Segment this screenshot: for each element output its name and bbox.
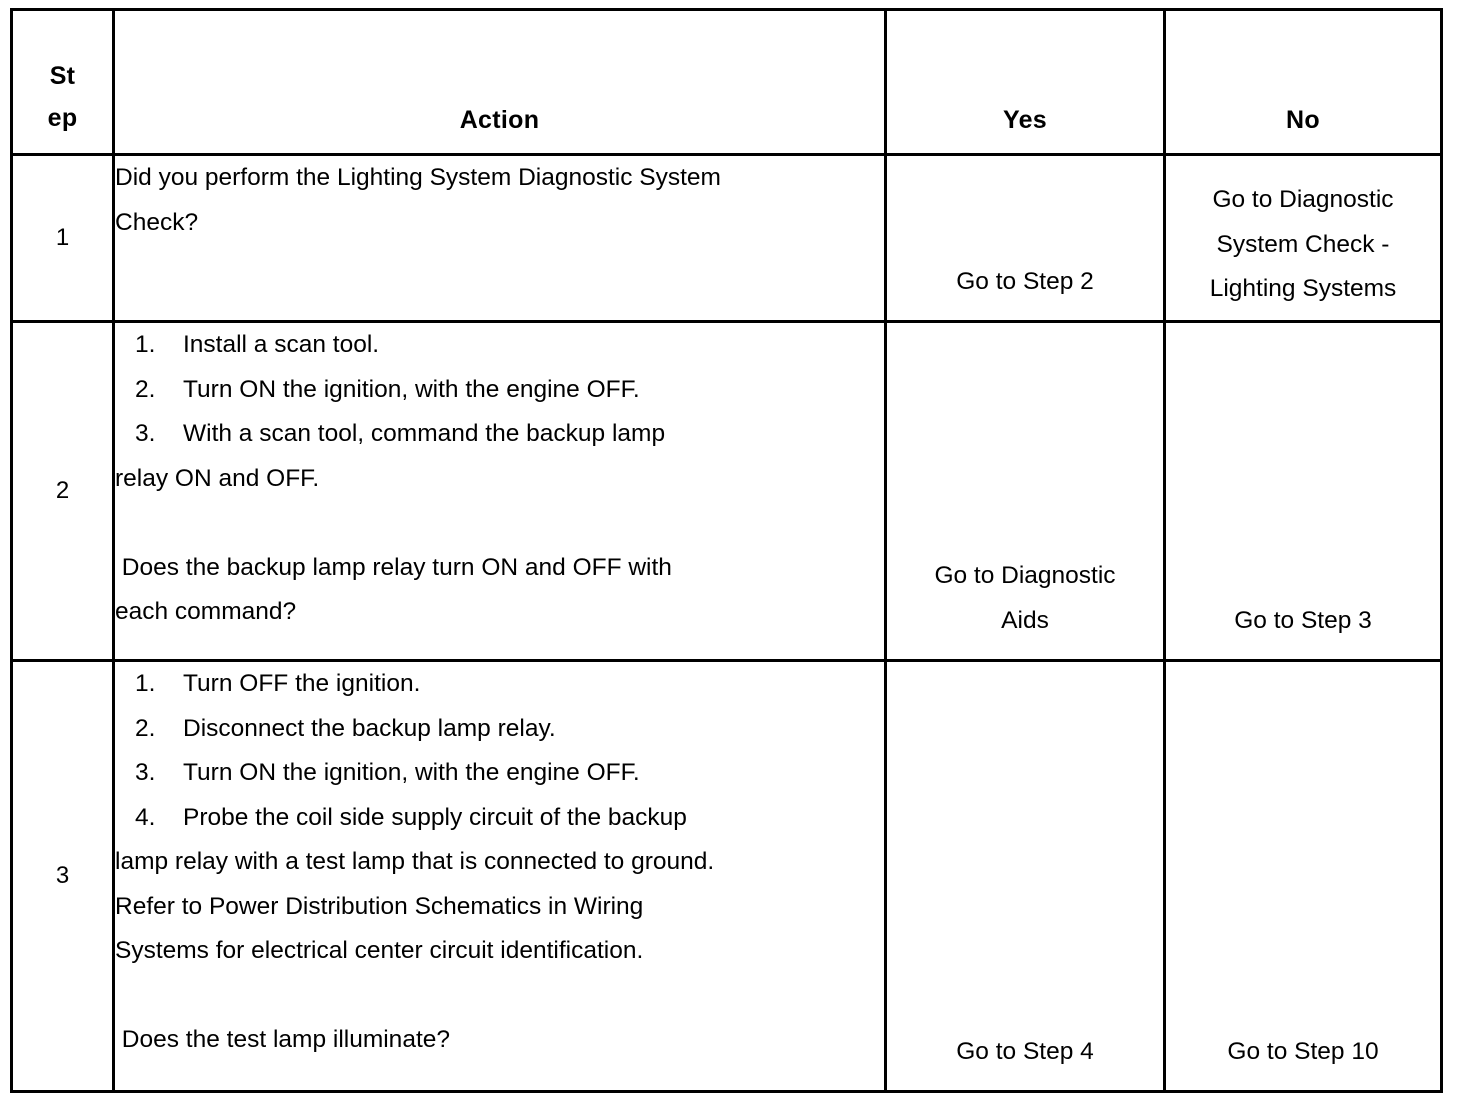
answer-text-line: Lighting Systems [1209, 275, 1397, 302]
action-text-line: relay ON and OFF. [115, 464, 320, 492]
table-header-row: St ep Action Yes [10, 8, 1443, 156]
action-list-text: With a scan tool, command the backup lam… [183, 420, 666, 447]
action-list-text: Disconnect the backup lamp relay. [183, 714, 556, 742]
action-list-number: 2. [135, 714, 156, 742]
action-list-item: 4. Probe the coil side supply circuit of … [115, 796, 884, 841]
table-row: 3 1. Turn OFF the ignition. 2. Disconnect t… [10, 659, 1443, 1093]
action-list-item: 3. Turn ON the ignition, with the engine … [115, 751, 884, 796]
answer-text-block: Go to Step 4 [887, 662, 1163, 1090]
action-text-line: Refer to Power Distribution Schematics i… [115, 892, 644, 920]
column-header-yes-label: Yes [1002, 106, 1047, 134]
table-row: 2 1. Install a scan tool. 2. Turn ON the ig… [10, 320, 1443, 662]
step-number-cell: 1 [10, 153, 115, 323]
answer-text-line: Go to Step 4 [956, 1037, 1094, 1065]
action-text-line: Does the backup lamp relay turn ON and O… [115, 553, 672, 581]
column-header-action: Action [112, 8, 887, 156]
action-text-line: Did you perform the Lighting System Diag… [115, 164, 721, 191]
column-header-no-label: No [1286, 106, 1320, 134]
action-cell: 1. Turn OFF the ignition. 2. Disconnect the… [112, 659, 887, 1093]
action-text-line: Does the test lamp illuminate? [115, 1026, 450, 1053]
action-list-item: 1. Install a scan tool. [115, 323, 884, 368]
action-list-text: Turn OFF the ignition. [183, 670, 421, 697]
answer-text-line: Go to Diagnostic [1212, 186, 1394, 213]
action-text-line: Systems for electrical center circuit id… [115, 937, 644, 964]
action-spacer [115, 974, 884, 1019]
action-list-item: 2. Turn ON the ignition, with the engine … [115, 368, 884, 413]
action-text-line: lamp relay with a test lamp that is conn… [115, 848, 715, 875]
action-list-item: 2. Disconnect the backup lamp relay. [115, 707, 884, 752]
action-list-number: 4. [135, 803, 156, 831]
no-cell: Go to Step 10 [1163, 659, 1443, 1093]
answer-text-line: Go to Step 2 [956, 267, 1094, 295]
answer-text-block: Go to Step 2 [887, 156, 1163, 320]
action-list-number: 2. [135, 375, 156, 403]
column-header-no: No [1163, 8, 1443, 156]
yes-cell: Go to Step 4 [884, 659, 1166, 1093]
table-row: 1 Did you perform the Lighting System Di… [10, 153, 1443, 323]
answer-text-line: Go to Step 10 [1227, 1037, 1379, 1065]
action-list-text: Probe the coil side supply circuit of th… [183, 803, 687, 831]
answer-text-line: System Check - [1216, 230, 1390, 258]
action-list-item: 3. With a scan tool, command the backup l… [115, 412, 884, 457]
step-number: 3 [55, 862, 70, 889]
answer-text-block: Go to Step 3 [1166, 323, 1440, 659]
action-text-line: Check? [115, 208, 199, 236]
action-list-number: 1. [135, 331, 156, 358]
action-list-item: 1. Turn OFF the ignition. [115, 662, 884, 707]
action-list-text: Turn ON the ignition, with the engine OF… [183, 375, 640, 403]
action-cell: Did you perform the Lighting System Diag… [112, 153, 887, 323]
action-list-number: 3. [135, 759, 156, 786]
step-number: 2 [55, 477, 70, 504]
answer-text-line: Aids [1001, 606, 1049, 634]
action-text-line: each command? [115, 598, 297, 625]
no-cell: Go to Step 3 [1163, 320, 1443, 662]
action-cell: 1. Install a scan tool. 2. Turn ON the igni… [112, 320, 887, 662]
action-list-text: Install a scan tool. [183, 331, 380, 358]
step-number: 1 [55, 224, 70, 251]
step-number-cell: 3 [10, 659, 115, 1093]
answer-text-block: Go to Step 10 [1166, 662, 1440, 1090]
action-list-number: 3. [135, 420, 156, 447]
column-header-step-line2: ep [47, 104, 78, 132]
action-list-number: 1. [135, 670, 156, 697]
column-header-yes: Yes [884, 8, 1166, 156]
column-header-step-line1: St [49, 62, 76, 90]
step-number-cell: 2 [10, 320, 115, 662]
column-header-step: St ep [10, 8, 115, 156]
column-header-action-label: Action [459, 106, 540, 134]
yes-cell: Go to Step 2 [884, 153, 1166, 323]
action-list-text: Turn ON the ignition, with the engine OF… [183, 759, 640, 786]
action-spacer [115, 501, 884, 546]
diagnostic-procedure-table: St ep Action Yes [10, 8, 1443, 1093]
answer-text-line: Go to Step 3 [1234, 606, 1372, 634]
answer-text-line: Go to Diagnostic [934, 562, 1116, 589]
